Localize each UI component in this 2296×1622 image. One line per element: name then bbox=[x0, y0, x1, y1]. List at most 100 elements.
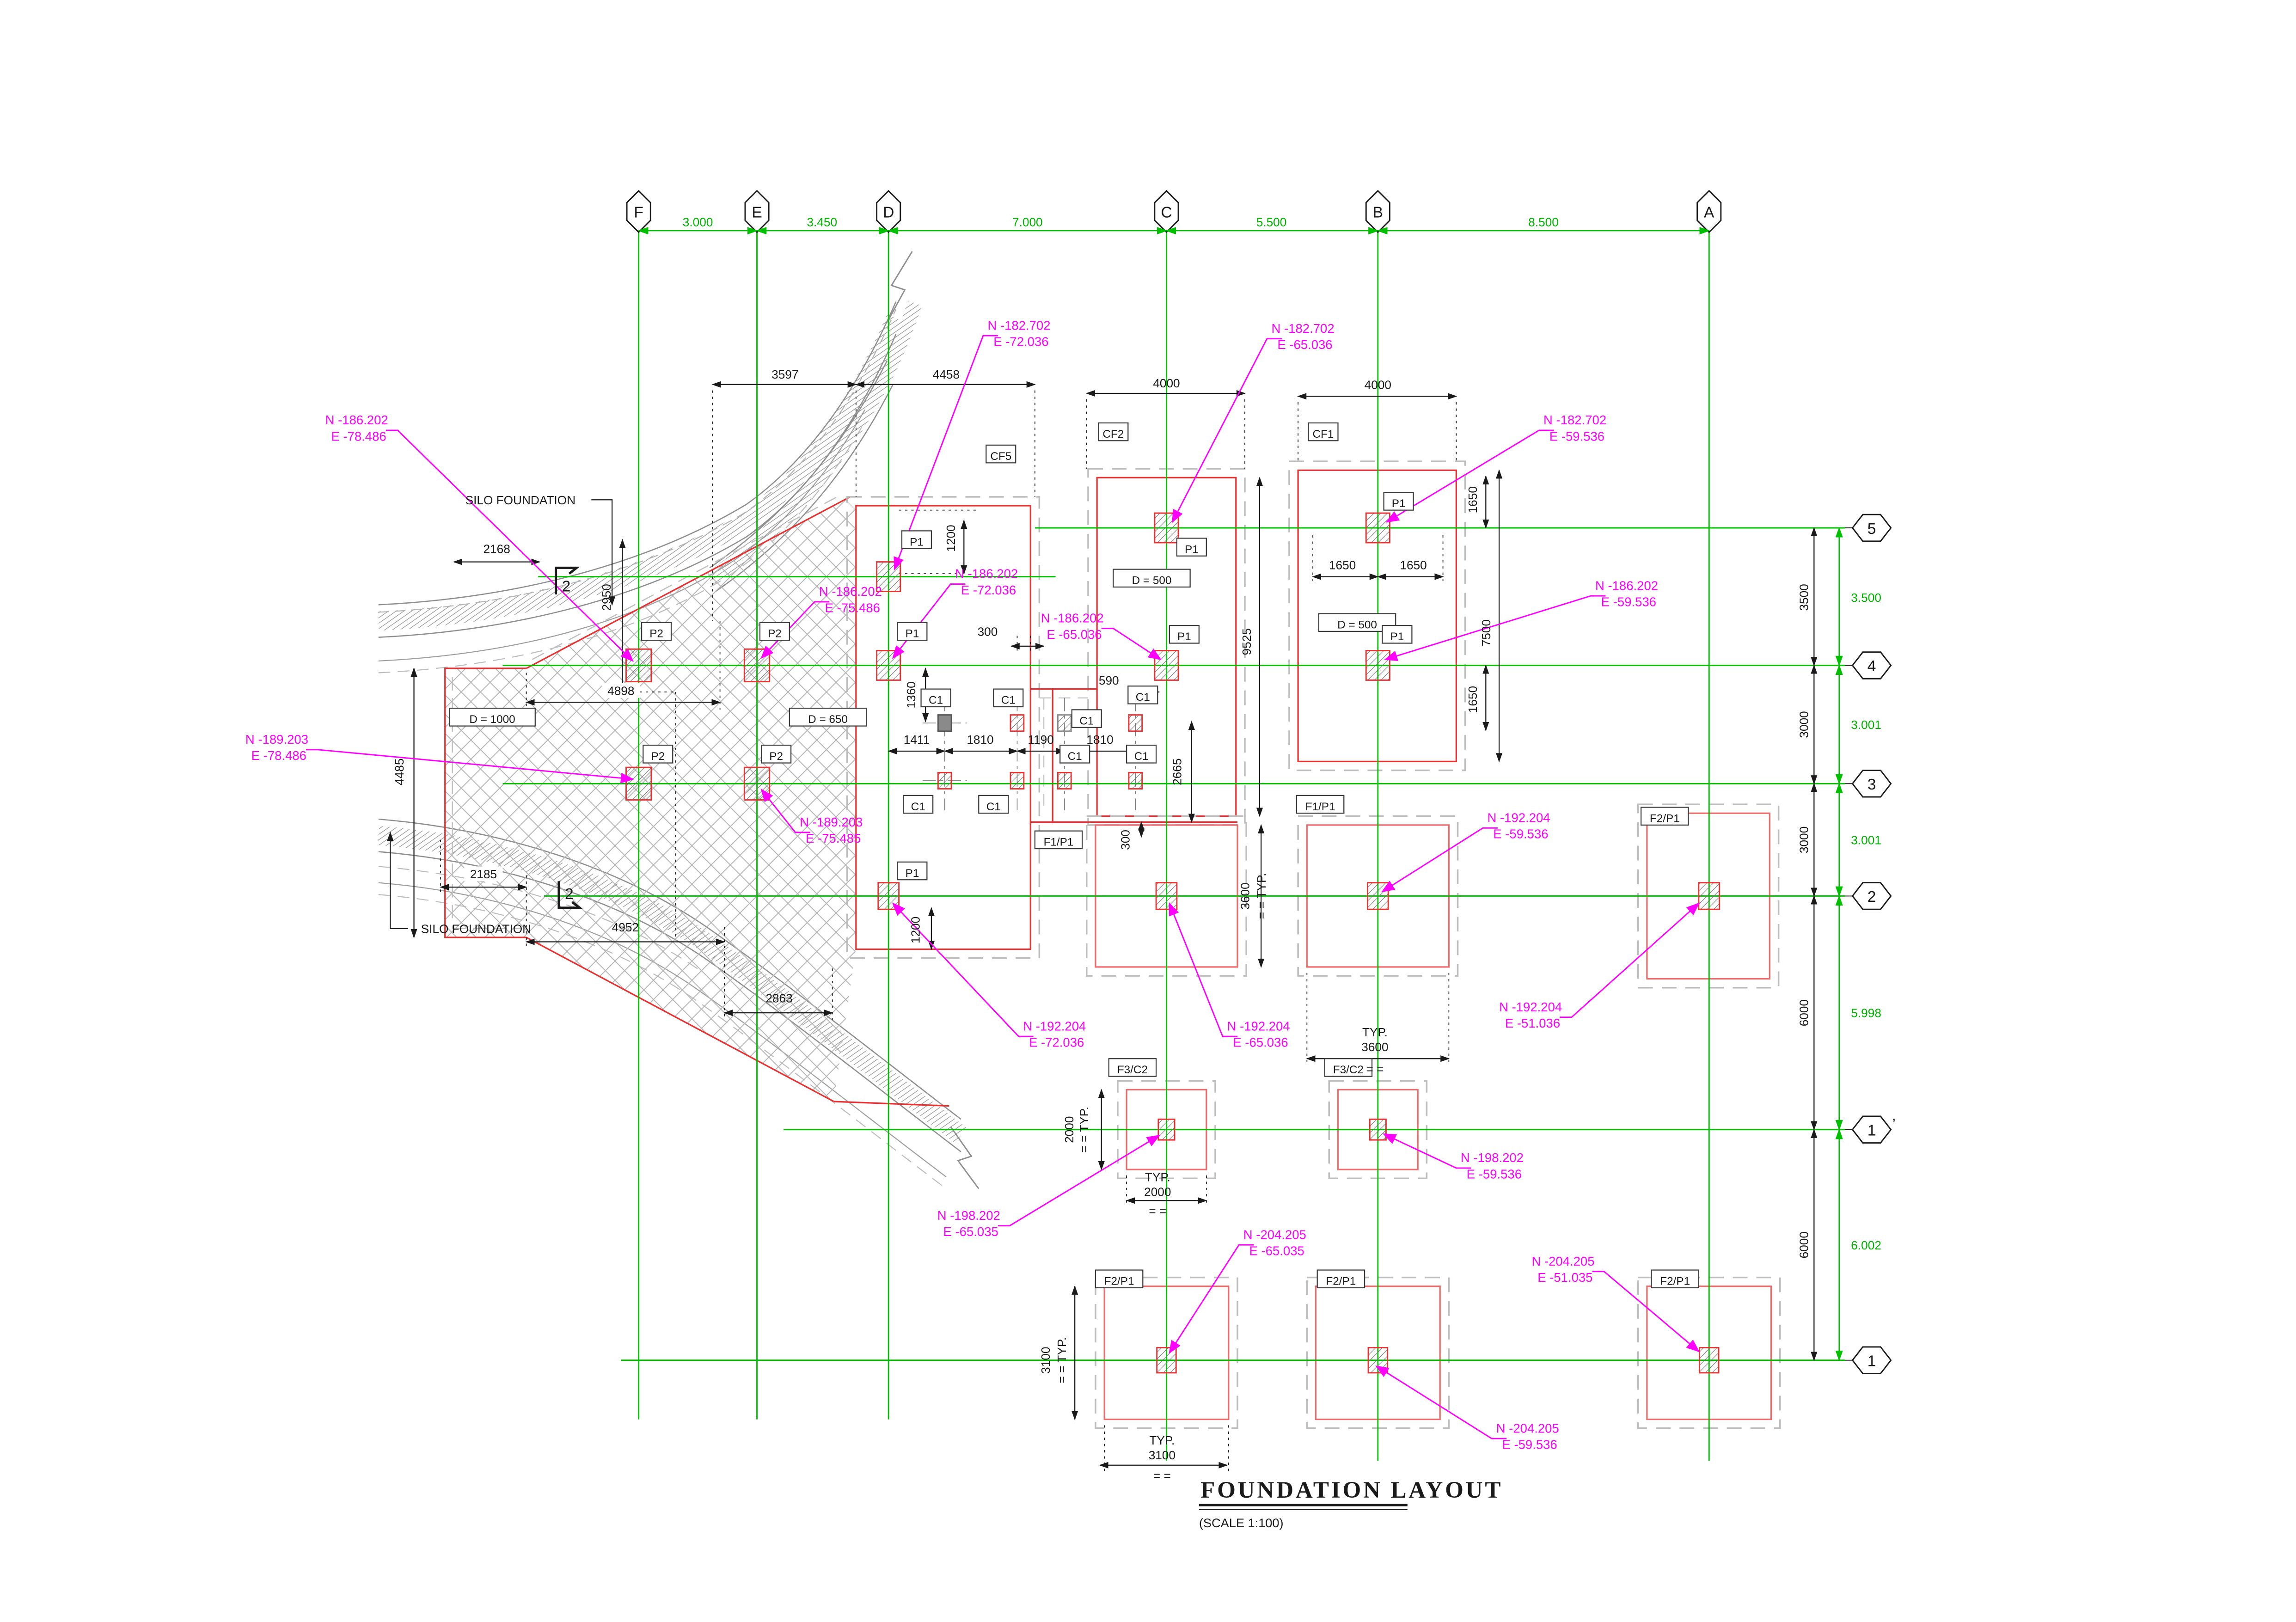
dimension-text: 1650 bbox=[1400, 558, 1427, 572]
grid-bubble-label-2: 2 bbox=[1867, 888, 1876, 906]
dimension-text: 300 bbox=[1119, 830, 1133, 850]
label-box bbox=[903, 795, 934, 814]
dimension-text: 1810 bbox=[967, 733, 993, 747]
label-box bbox=[897, 861, 928, 881]
dimension-text: 2000 bbox=[1062, 1116, 1076, 1143]
coordinate-leaders bbox=[306, 335, 1700, 1439]
grid-bubble-label-5: 5 bbox=[1867, 520, 1876, 538]
foundation-label-f2p1: F2/P1 bbox=[1650, 812, 1680, 825]
coordinate-leader bbox=[1592, 1271, 1700, 1353]
foundation-label-f1p1: F1/P1 bbox=[1305, 801, 1335, 813]
col-spacing-dim: 7.000 bbox=[1012, 215, 1043, 229]
dimension-text: 4000 bbox=[1365, 378, 1391, 392]
dimension-text: = = TYP. bbox=[1255, 873, 1268, 919]
label-box bbox=[897, 622, 928, 641]
note-leader bbox=[387, 831, 408, 929]
dimension-text: = = bbox=[1366, 1062, 1384, 1076]
label-box bbox=[901, 530, 932, 549]
label-box bbox=[1071, 709, 1102, 728]
dimension-text: 3600 bbox=[1238, 882, 1252, 909]
footing-c1 bbox=[1128, 771, 1143, 790]
coordinate-leader bbox=[1383, 1133, 1471, 1169]
coordinate-east: E -59.536 bbox=[1467, 1167, 1522, 1181]
label-box bbox=[1169, 624, 1200, 644]
coordinate-leader bbox=[892, 902, 1034, 1037]
extension-lines bbox=[440, 390, 1457, 1471]
label-box bbox=[1641, 807, 1689, 826]
dimension-text: 1650 bbox=[1466, 686, 1480, 713]
coordinate-leader bbox=[1384, 595, 1606, 661]
row-spacing-dim-green: 6.002 bbox=[1851, 1238, 1881, 1252]
section-marker-flag bbox=[557, 881, 583, 909]
coordinate-leader bbox=[1381, 827, 1498, 893]
foundation-label-f3c2: F3/C2 bbox=[1333, 1064, 1364, 1076]
coordinate-leader bbox=[760, 788, 810, 833]
dimension-text: 7500 bbox=[1479, 619, 1493, 646]
foundation-label-c1: C1 bbox=[1079, 715, 1094, 727]
coordinate-north: N -204.205 bbox=[1531, 1254, 1594, 1268]
row-spacing-dim-green: 3.001 bbox=[1851, 718, 1881, 732]
col-spacing-dim: 5.500 bbox=[1256, 215, 1287, 229]
label-box bbox=[1113, 569, 1191, 588]
label-box bbox=[1651, 1269, 1699, 1289]
footing-c1 bbox=[1128, 714, 1143, 732]
label-box bbox=[789, 708, 867, 727]
dimension-text: 2950 bbox=[600, 584, 613, 611]
label-box bbox=[1108, 1058, 1157, 1077]
grid-bubble-label-C: C bbox=[1161, 204, 1172, 221]
foundation-label-d500: D = 500 bbox=[1337, 619, 1377, 631]
dimension-text: 1200 bbox=[908, 917, 922, 943]
coordinate-leader bbox=[386, 429, 634, 662]
foundation-label-d650: D = 650 bbox=[808, 713, 848, 726]
foundation-label-c1: C1 bbox=[1134, 750, 1149, 763]
dimension-text: 1360 bbox=[904, 681, 918, 708]
grid-bubble-4 bbox=[1851, 651, 1892, 679]
footing-c1 bbox=[937, 714, 952, 732]
row-spacing-dim-black: 3500 bbox=[1797, 584, 1811, 611]
dimension-text: 3600 bbox=[1361, 1040, 1388, 1054]
footing-p1 bbox=[1155, 882, 1178, 910]
dimension-text: 3597 bbox=[771, 367, 798, 381]
footing-c1 bbox=[1057, 714, 1072, 732]
dimension-text: 2665 bbox=[1170, 759, 1184, 785]
footing-c1 bbox=[937, 771, 952, 790]
dimension-text: 1190 bbox=[1028, 733, 1053, 747]
coordinate-east: E -51.036 bbox=[1505, 1016, 1560, 1030]
coordinate-leader bbox=[1101, 628, 1162, 661]
dimension-text: 2185 bbox=[470, 867, 497, 881]
footing-c1 bbox=[1057, 771, 1072, 790]
coordinate-east: E -59.536 bbox=[1493, 827, 1548, 841]
grid-bubble-2 bbox=[1851, 882, 1892, 910]
grid-bubble-label-E: E bbox=[752, 204, 762, 221]
foundation-label-p1: P1 bbox=[910, 536, 924, 548]
title-block: FOUNDATION LAYOUT (SCALE 1:100) bbox=[1199, 1477, 1501, 1530]
section-marker-number: 2 bbox=[565, 886, 574, 903]
coordinate-leader bbox=[894, 335, 998, 571]
foundation-label-cf2: CF2 bbox=[1102, 428, 1124, 441]
coordinate-north: N -192.204 bbox=[1227, 1019, 1290, 1033]
coordinate-leader bbox=[1385, 429, 1554, 523]
coordinate-east: E -78.486 bbox=[331, 429, 386, 443]
foundation-label-f2p1: F2/P1 bbox=[1326, 1275, 1356, 1288]
coordinate-east: E -59.536 bbox=[1502, 1438, 1557, 1452]
footing-p1 bbox=[1365, 512, 1390, 544]
grid-bubble-label-1: 1 bbox=[1867, 1353, 1876, 1370]
grid-bubble-label-B: B bbox=[1373, 204, 1383, 221]
dimension-text: 1200 bbox=[944, 525, 958, 551]
footing-p1 bbox=[876, 650, 901, 681]
coordinate-north: N -189.203 bbox=[245, 732, 308, 747]
label-box bbox=[1296, 795, 1345, 814]
foundation-label-p2: P2 bbox=[769, 750, 783, 763]
footing-p2 bbox=[625, 648, 652, 683]
label-box bbox=[1324, 1058, 1373, 1077]
footing-c1 bbox=[1010, 714, 1025, 732]
coordinate-leader bbox=[1169, 902, 1237, 1037]
footing-p1 bbox=[1156, 1347, 1177, 1374]
dimension-text: 4952 bbox=[612, 920, 639, 934]
label-box bbox=[1127, 686, 1158, 704]
foundation-label-p1: P1 bbox=[906, 628, 919, 640]
row-spacing-dim-black: 3000 bbox=[1797, 826, 1811, 853]
label-box bbox=[1034, 830, 1083, 850]
